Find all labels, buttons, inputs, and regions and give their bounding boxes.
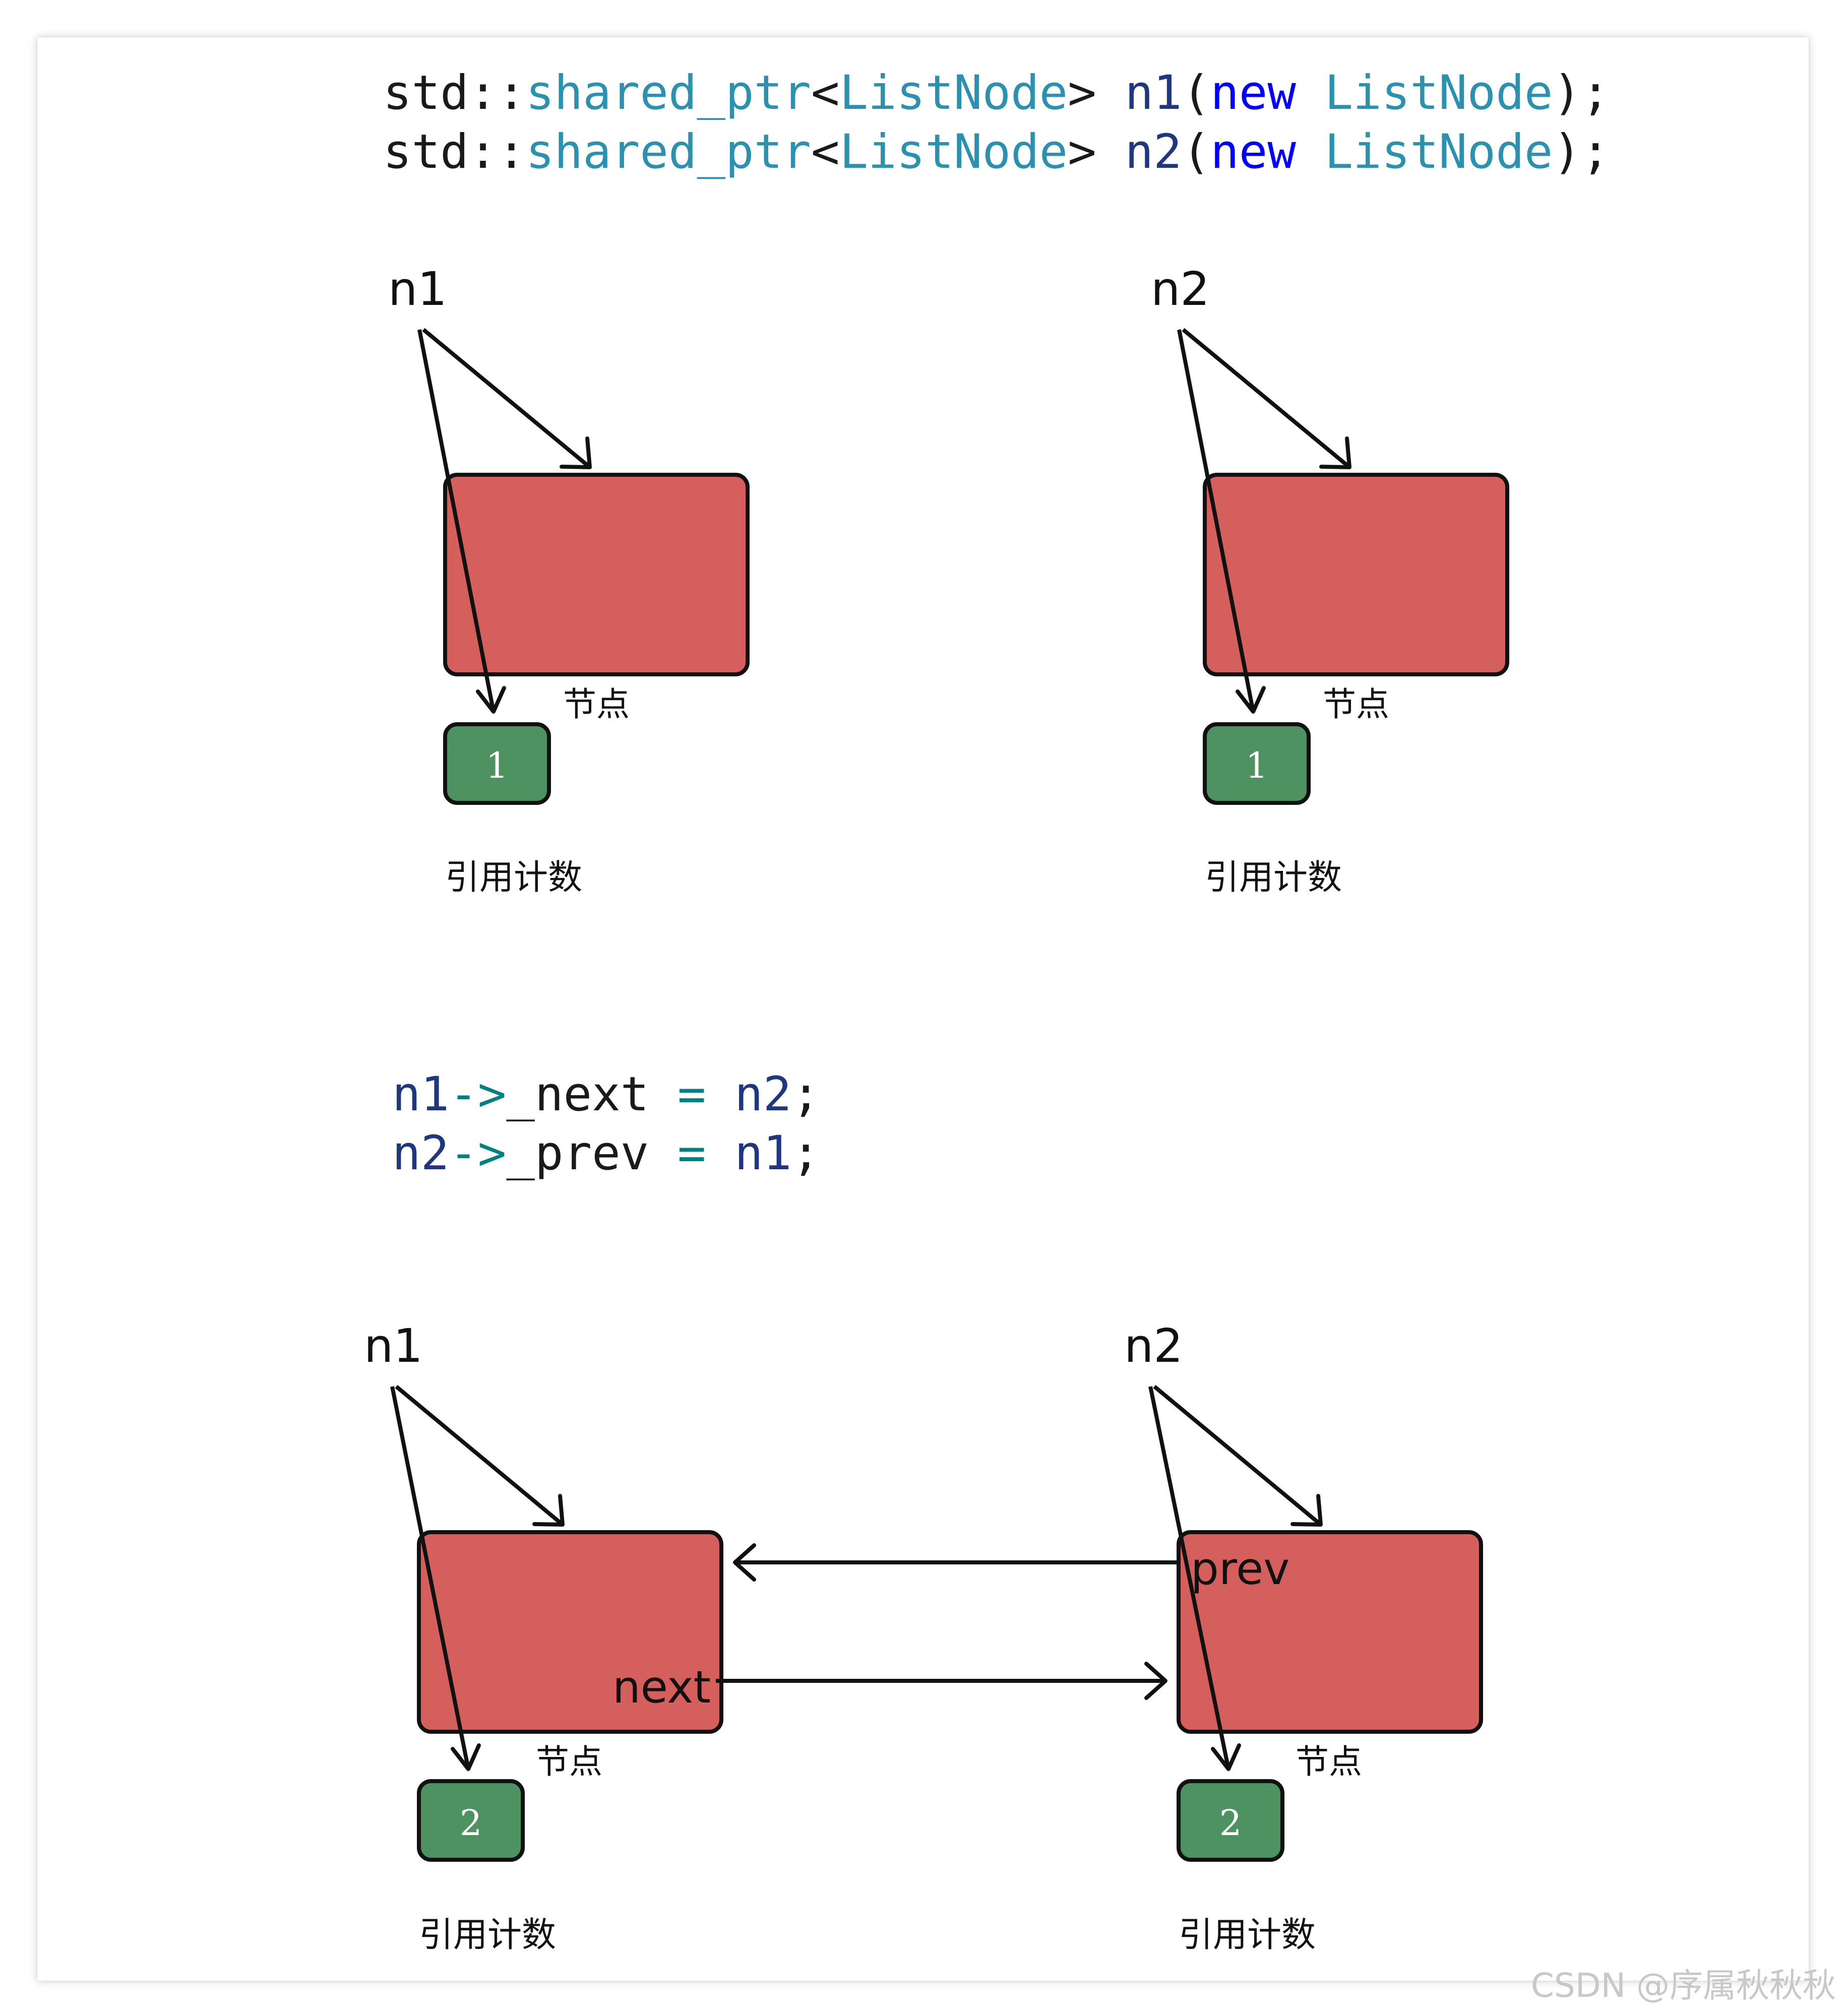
code-token: ListNode (840, 124, 1068, 179)
code-token: ListNode (1325, 124, 1553, 179)
code-token: ); (1553, 124, 1610, 179)
code-token: shared_ptr (526, 66, 811, 120)
ref-count-box (443, 722, 551, 805)
code-token: < (811, 66, 840, 120)
code-token: new (1210, 66, 1296, 120)
code-token: ; (791, 1067, 820, 1122)
code-token (1296, 66, 1325, 120)
next-link-arrowhead (1144, 1662, 1167, 1700)
prev-link-arrowhead (733, 1543, 756, 1582)
ref-count-box (1177, 1779, 1284, 1862)
arrow-to-counter (1177, 329, 1255, 712)
list-node-box (1177, 1530, 1483, 1734)
arrowhead-counter (476, 686, 506, 714)
diagram-card (37, 37, 1809, 1981)
prev-field-label: prev (1191, 1543, 1289, 1595)
code-token: -> (449, 1067, 506, 1122)
code-token: ; (791, 1126, 820, 1181)
code-token: ListNode (840, 66, 1068, 120)
pointer-label-n1: n1 (388, 262, 447, 316)
code-token: = (649, 1067, 734, 1122)
pointer-label-n2: n2 (1124, 1319, 1183, 1373)
arrowhead-node (560, 436, 592, 469)
ref-count-box (1203, 722, 1311, 805)
arrow-to-counter (1148, 1386, 1231, 1770)
ref-count-box (417, 1779, 525, 1862)
ref-count-caption: 引用计数 (445, 858, 582, 898)
arrowhead-counter (451, 1743, 481, 1771)
ref-count-value: 2 (1219, 1802, 1242, 1844)
code-token: n1 (734, 1126, 791, 1181)
ref-count-value: 1 (486, 745, 509, 786)
arrow-to-node (395, 1384, 564, 1527)
arrow-to-node (422, 328, 591, 469)
code-token: n1 (1125, 66, 1182, 120)
code-token: ListNode (1325, 66, 1553, 120)
arrow-to-counter (417, 329, 496, 712)
node-caption: 节点 (1296, 1742, 1362, 1781)
list-node-box (443, 473, 750, 676)
code-token: _prev (506, 1126, 649, 1181)
code-token: new (1210, 124, 1296, 179)
code-token: _next (506, 1067, 649, 1122)
code-token: ); (1553, 66, 1610, 120)
code-token: > (1068, 66, 1125, 120)
before-right-group: n2 节点 1 引用计数 (1151, 262, 1509, 898)
code-token: > (1068, 124, 1125, 179)
ref-count-value: 2 (460, 1802, 482, 1844)
after-left-group: n1 next 节点 2 引用计数 (364, 1319, 723, 1955)
code-line-4: n2->_prev = n1; (392, 1126, 820, 1181)
code-token: < (811, 124, 840, 179)
arrow-to-counter (390, 1386, 470, 1770)
arrowhead-node (532, 1494, 565, 1527)
pointer-label-n1: n1 (364, 1319, 423, 1373)
code-token: std:: (383, 124, 526, 179)
code-token: shared_ptr (526, 124, 811, 179)
code-block-2: n1->_next = n2; n2->_prev = n1; (392, 1067, 820, 1181)
ref-count-caption: 引用计数 (1179, 1915, 1316, 1955)
code-token: -> (449, 1126, 506, 1181)
arrowhead-counter (1211, 1743, 1241, 1771)
code-token: n2 (734, 1067, 791, 1122)
after-right-group: n2 prev 节点 2 引用计数 (1124, 1319, 1483, 1955)
arrowhead-node (1319, 436, 1351, 469)
list-node-box (417, 1530, 723, 1734)
code-token: n2 (392, 1126, 449, 1181)
node-links (716, 1543, 1179, 1700)
arrowhead-counter (1236, 686, 1266, 714)
code-token: n2 (1125, 124, 1182, 179)
code-token: ( (1182, 66, 1211, 120)
ref-count-caption: 引用计数 (1205, 858, 1342, 898)
ref-count-caption: 引用计数 (419, 1915, 556, 1955)
code-line-2: std::shared_ptr<ListNode> n2(new ListNod… (383, 124, 1610, 179)
arrowhead-node (1290, 1494, 1323, 1527)
code-line-3: n1->_next = n2; (392, 1067, 820, 1122)
code-line-1: std::shared_ptr<ListNode> n1(new ListNod… (383, 66, 1610, 120)
list-node-box (1203, 473, 1509, 676)
watermark: CSDN @序属秋秋秋 (1530, 1966, 1836, 2005)
ref-count-value: 1 (1246, 745, 1268, 786)
code-token: std:: (383, 66, 526, 120)
node-caption: 节点 (563, 685, 630, 724)
code-token (1296, 124, 1325, 179)
code-token: ( (1182, 124, 1211, 179)
code-token: = (649, 1126, 734, 1181)
arrow-to-node (1182, 328, 1351, 469)
before-left-group: n1 节点 1 引用计数 (388, 262, 750, 898)
code-block-1: std::shared_ptr<ListNode> n1(new ListNod… (383, 66, 1610, 179)
node-caption: 节点 (536, 1742, 602, 1781)
arrow-to-node (1153, 1384, 1322, 1527)
pointer-label-n2: n2 (1151, 262, 1210, 316)
code-token: n1 (392, 1067, 449, 1122)
node-caption: 节点 (1323, 685, 1389, 724)
next-field-label: next (612, 1661, 711, 1713)
